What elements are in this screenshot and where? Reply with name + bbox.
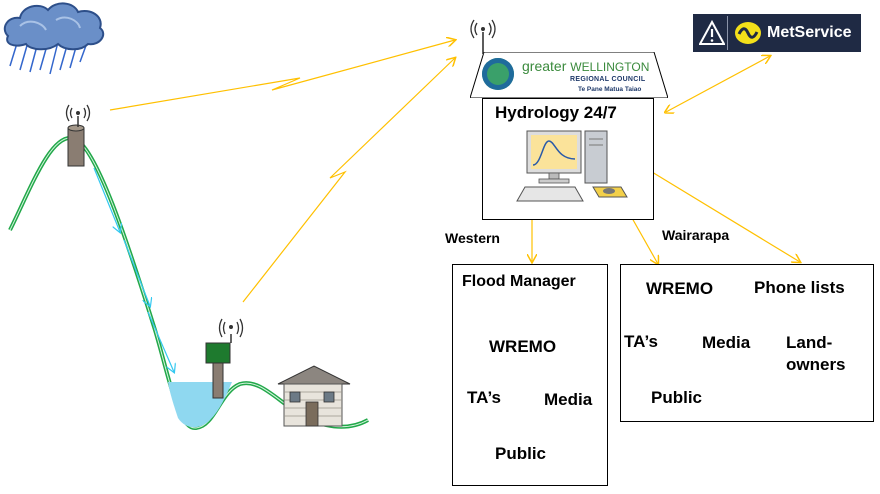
- wairarapa-box: [620, 264, 874, 422]
- storm-cloud-icon: [3, 2, 105, 75]
- river-level-station-icon: [205, 318, 244, 399]
- western-label: Western: [445, 230, 500, 246]
- wairarapa-wremo-label: WREMO: [646, 279, 714, 298]
- wairarapa-label: Wairarapa: [662, 227, 730, 243]
- western-public-label: Public: [495, 444, 547, 463]
- runoff-arrows: [93, 167, 174, 372]
- antenna-icon: [470, 19, 496, 54]
- gwrc-logo-icon: [482, 58, 514, 90]
- computer-icon: [516, 130, 628, 202]
- gwrc-logo-panel: greater WELLINGTON REGIONAL COUNCIL Te P…: [470, 52, 668, 98]
- distribution-arrows: [532, 171, 800, 264]
- western-box: [452, 264, 608, 486]
- metservice-label: MetService: [767, 24, 852, 41]
- brand-greater: greater: [522, 58, 567, 74]
- hydrology-title: Hydrology 24/7: [495, 103, 617, 122]
- metservice-mark-icon: [735, 22, 761, 44]
- warning-icon: [699, 20, 725, 45]
- phone-lists-label: Phone lists: [754, 278, 845, 297]
- rain-gauge-station-icon: [65, 104, 91, 167]
- telemetry-signal-lines: [109, 40, 455, 303]
- brand-wellington: WELLINGTON: [570, 60, 650, 74]
- house-icon: [277, 365, 351, 427]
- landowners-label-line1: Land-: [786, 333, 833, 352]
- brand-sub: REGIONAL COUNCIL: [570, 76, 646, 83]
- wairarapa-media-label: Media: [702, 333, 751, 352]
- western-media-label: Media: [544, 390, 593, 409]
- flood-manager-label: Flood Manager: [462, 273, 576, 290]
- landowners-label-line2: owners: [786, 355, 846, 374]
- western-wremo-label: WREMO: [489, 337, 557, 356]
- hydrology-box: Hydrology 24/7: [482, 98, 654, 220]
- western-tas-label: TA’s: [467, 388, 502, 407]
- metservice-logo: MetService: [693, 14, 861, 52]
- brand-maori: Te Pane Matua Taiao: [578, 86, 642, 93]
- wairarapa-public-label: Public: [651, 388, 703, 407]
- metservice-link: [666, 56, 770, 112]
- wairarapa-tas-label: TA’s: [624, 332, 659, 351]
